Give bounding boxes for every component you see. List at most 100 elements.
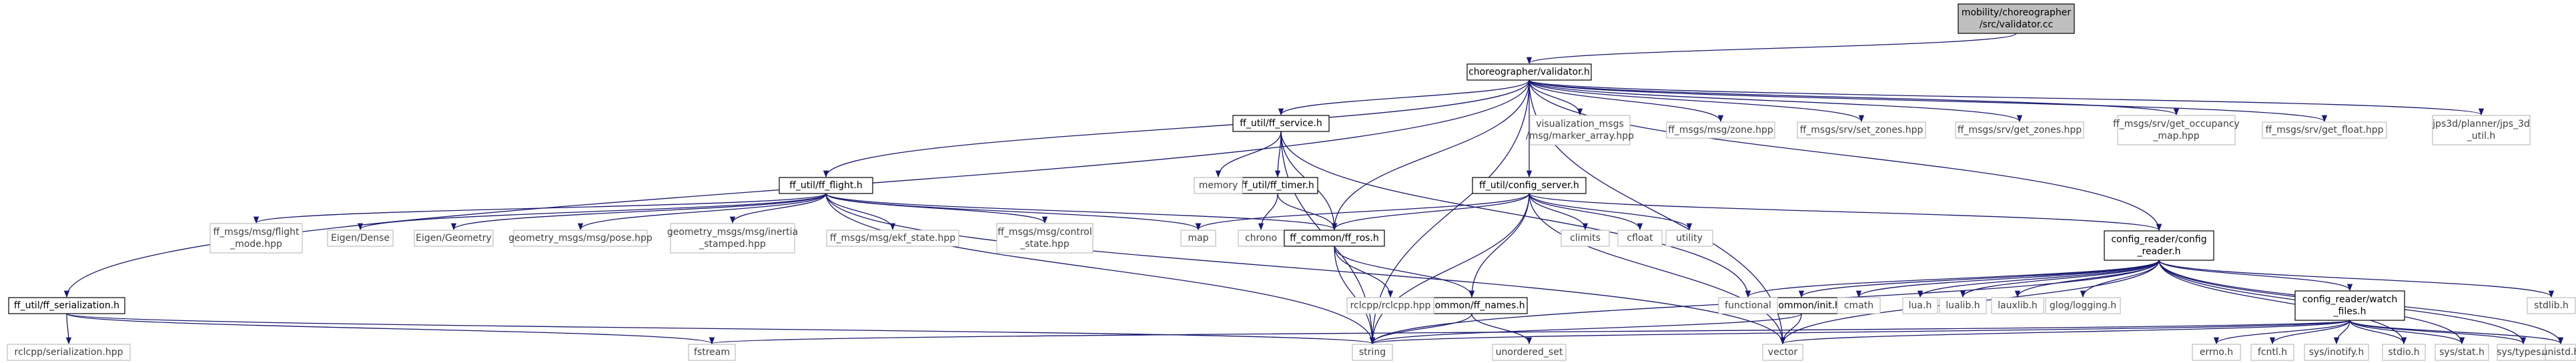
node-label: config_reader/config (2111, 234, 2206, 245)
edge-line (1529, 79, 2484, 116)
node-label: fstream (694, 347, 730, 358)
node-validator-cc[interactable]: mobility/choreographer/src/validator.cc (1958, 3, 2075, 34)
node-inotify-h: sys/inotify.h (2304, 344, 2369, 361)
node-label: rclcpp/serialization.hpp (15, 347, 123, 358)
node-label: ff_util/config_server.h (1479, 180, 1579, 191)
node-label: stdio.h (2388, 347, 2419, 358)
node-ff-flight-h[interactable]: ff_util/ff_flight.h (779, 177, 873, 194)
edge-line (1529, 79, 2179, 116)
node-layer: mobility/choreographer/src/validator.cc c… (7, 3, 2576, 361)
edge-ff_serialization_h-to-string (66, 313, 1375, 345)
node-label: _state.hpp (1019, 239, 1069, 250)
node-watch-files-h[interactable]: config_reader/watch_files.h (2294, 290, 2405, 321)
node-box (1617, 230, 1663, 247)
edge-line (1277, 193, 1338, 231)
node-box (996, 223, 1094, 254)
node-box (670, 223, 795, 254)
edge-line (1855, 260, 2160, 298)
node-box (1665, 230, 1713, 247)
edge-config_server_h-to-cfloat (1529, 193, 1643, 231)
edge-config_server_h-to-map (1196, 193, 1530, 231)
node-box (8, 297, 125, 314)
edge-line (2080, 260, 2160, 298)
edge-ff_flight_h-to-string (825, 193, 1376, 345)
node-label: geometry_msgs/msg/inertia (667, 227, 798, 238)
node-box (1238, 230, 1284, 247)
node-box (2497, 344, 2550, 361)
node-ff-names-h[interactable]: ff_common/ff_names.h (1416, 297, 1528, 314)
node-label: _map.hpp (2152, 131, 2199, 141)
node-climits: climits (1561, 230, 1610, 247)
node-box (1902, 297, 1938, 314)
node-label: Eigen/Dense (331, 233, 390, 244)
node-box (1180, 230, 1216, 247)
edge-config_reader_h-to-watch_files_h (2158, 260, 2353, 292)
edge-line (1369, 79, 1530, 345)
node-validator-h[interactable]: choreographer/validator.h (1466, 63, 1592, 81)
edge-line (1196, 193, 1530, 231)
edge-ff_service_h-to-functional (1280, 131, 1751, 298)
edge-line (825, 193, 1048, 224)
edge-line (1529, 193, 1589, 231)
node-label: memory (1199, 180, 1238, 191)
node-box (1797, 121, 1926, 139)
node-label: fcntl.h (2258, 347, 2287, 358)
node-box (779, 177, 873, 194)
edge-line (1370, 320, 2350, 345)
edge-ff_flight_h-to-vector (825, 193, 1786, 345)
node-box (1352, 344, 1393, 361)
node-box (7, 344, 131, 361)
edge-ff_flight_h-to-ekf_state (825, 193, 896, 231)
edge-line (1529, 193, 1786, 345)
node-lualib-h: lualib.h (1939, 297, 1987, 314)
edge-ff_timer_h-to-ff_ros_h (1277, 193, 1338, 231)
node-label: sys/stat.h (2439, 347, 2485, 358)
node-memory: memory (1194, 177, 1243, 194)
edge-line (1799, 260, 2160, 298)
node-label: _mode.hpp (230, 239, 282, 250)
node-pose-hpp: geometry_msgs/msg/pose.hpp (508, 230, 653, 247)
edge-line (1529, 193, 2162, 232)
node-box (2045, 297, 2121, 314)
node-utility: utility (1665, 230, 1713, 247)
edge-watch_files_h-to-vector (1780, 320, 2350, 345)
node-ff-timer-h[interactable]: ff_util/ff_timer.h (1237, 177, 1318, 194)
node-label: lua.h (1909, 300, 1932, 311)
edge-config_server_h-to-vector (1529, 193, 1786, 345)
node-fstream: fstream (688, 344, 736, 361)
node-jps3d-util: jps3d/planner/jps_3d_util.h (2432, 115, 2531, 145)
node-config-reader-h[interactable]: config_reader/config_reader.h (2104, 230, 2214, 261)
edge-validator_h-to-string (1369, 79, 1530, 345)
node-label: map (1188, 233, 1208, 244)
node-chrono: chrono (1238, 230, 1284, 247)
node-box (688, 344, 736, 361)
edge-ff_service_h-to-memory (1215, 131, 1282, 178)
edge-ff_flight_h-to-eigen_dense (358, 193, 827, 231)
node-label: ff_msgs/msg/flight (213, 227, 300, 238)
node-rclcpp-hpp: rclcpp/rclcpp.hpp (1346, 297, 1434, 314)
node-box (1529, 115, 1631, 145)
edge-validator_h-to-zone_hpp (1529, 79, 1724, 123)
node-label: sys/types.h (2497, 347, 2549, 358)
node-box (2545, 344, 2576, 361)
edge-line (1529, 193, 1643, 231)
edge-validator_h-to-ff_flight_h (823, 79, 1530, 178)
edge-line (66, 313, 715, 345)
node-ff-ros-h[interactable]: ff_common/ff_ros.h (1284, 230, 1385, 247)
node-label: choreographer/validator.h (1468, 67, 1590, 77)
edge-ff_flight_h-to-control_state (825, 193, 1048, 224)
edge-line (825, 193, 1376, 345)
node-config-server-h[interactable]: ff_util/config_server.h (1472, 177, 1587, 194)
edge-layer (63, 33, 2564, 345)
edge-config_reader_h-to-logging_h (2080, 260, 2160, 298)
edge-config_server_h-to-climits (1529, 193, 1589, 231)
node-lua-h: lua.h (1902, 297, 1938, 314)
edge-line (1529, 193, 1693, 231)
edge-config_server_h-to-ff_names_h (1468, 193, 1530, 298)
edge-line (1334, 246, 1376, 345)
node-functional: functional (1718, 297, 1778, 314)
node-get-occupancy: ff_msgs/srv/get_occupancy_map.hpp (2113, 115, 2240, 145)
node-ff-serialization-h[interactable]: ff_util/ff_serialization.h (8, 297, 125, 314)
node-label: _files.h (2333, 306, 2367, 317)
node-ff-service-h[interactable]: ff_util/ff_service.h (1232, 115, 1330, 132)
